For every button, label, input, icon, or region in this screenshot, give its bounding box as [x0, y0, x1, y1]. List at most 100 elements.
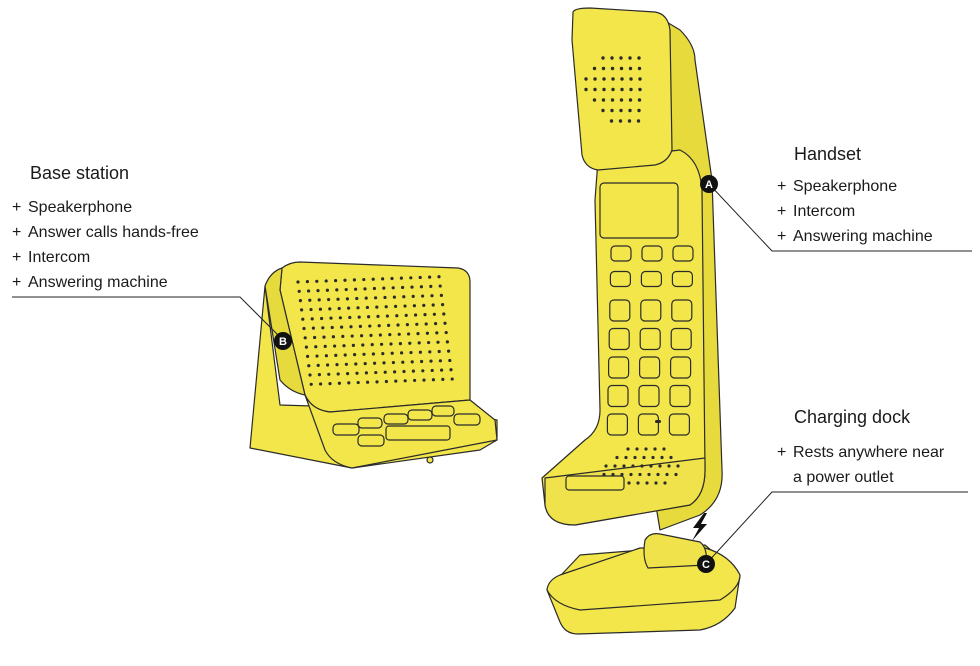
speaker-hole [366, 380, 370, 384]
speaker-hole [601, 66, 606, 71]
speaker-hole [419, 285, 423, 289]
speaker-hole [620, 87, 624, 92]
speaker-hole [647, 472, 651, 477]
speaker-hole [428, 275, 432, 279]
speaker-hole [296, 280, 300, 284]
handset-key [671, 299, 693, 322]
dock-cradle [643, 533, 707, 569]
speaker-hole [411, 369, 415, 373]
speaker-hole [370, 343, 374, 347]
speaker-hole [335, 288, 339, 292]
speaker-hole [439, 293, 443, 297]
speaker-hole [384, 379, 388, 384]
speaker-hole [441, 377, 445, 381]
speaker-hole [316, 289, 320, 293]
handset-key [640, 270, 663, 288]
speaker-hole [418, 350, 422, 354]
speaker-hole [355, 296, 359, 301]
speaker-hole [421, 369, 425, 373]
speaker-hole [611, 77, 615, 81]
marker-b: B [274, 332, 292, 350]
speaker-hole [392, 295, 396, 299]
handset-key [607, 356, 630, 379]
speaker-hole [388, 333, 392, 337]
speaker-hole [601, 108, 605, 113]
speaker-hole [324, 354, 328, 358]
speaker-hole [317, 373, 321, 377]
speaker-hole [629, 472, 633, 477]
handset-key [609, 270, 632, 288]
speaker-hole [391, 360, 395, 365]
speaker-hole [424, 322, 428, 326]
speaker-hole [340, 325, 344, 329]
speaker-hole [301, 317, 305, 321]
handset-key [670, 327, 692, 351]
speaker-hole [609, 119, 614, 123]
speaker-hole [637, 108, 641, 113]
svg-text:A: A [705, 179, 713, 191]
charging-dock-label: Charging dock [794, 406, 910, 428]
speaker-hole [437, 275, 441, 279]
speaker-hole [638, 77, 642, 81]
speaker-hole [638, 87, 642, 92]
handset-key [608, 327, 630, 351]
speaker-hole [422, 303, 426, 307]
speaker-hole [637, 56, 641, 60]
leader-lines [12, 183, 972, 565]
speaker-hole [302, 326, 306, 331]
speaker-hole [334, 353, 338, 357]
speaker-hole [389, 342, 393, 346]
handset-feature-item: +Speakerphone [777, 178, 898, 195]
leader-line-base [12, 296, 284, 341]
speaker-hole [449, 368, 453, 372]
leader-line-handset [708, 183, 972, 252]
speaker-hole [448, 358, 452, 363]
speaker-hole [610, 56, 614, 60]
speaker-hole [305, 280, 309, 284]
speaker-hole [328, 307, 332, 311]
speaker-hole [364, 296, 368, 300]
handset-key [668, 413, 691, 436]
speaker-hole [619, 98, 624, 102]
speaker-hole [410, 360, 414, 364]
speaker-hole [438, 359, 442, 363]
speaker-hole [309, 307, 313, 312]
speaker-hole [374, 370, 378, 375]
speaker-hole [626, 447, 630, 451]
speaker-hole [365, 305, 369, 310]
speaker-hole [319, 382, 323, 386]
speaker-hole [636, 119, 641, 123]
speaker-hole [338, 316, 342, 320]
speaker-hole [628, 56, 632, 60]
speaker-hole [638, 472, 642, 477]
base-station-side [264, 267, 306, 396]
speaker-hole [445, 340, 449, 344]
speaker-hole [418, 275, 422, 280]
speaker-hole [361, 343, 365, 347]
speaker-hole [411, 294, 415, 298]
handset-key [609, 299, 631, 322]
speaker-hole [308, 373, 312, 377]
speaker-hole [431, 303, 435, 307]
speaker-hole [394, 304, 398, 308]
speaker-hole [358, 324, 362, 328]
speaker-hole [407, 332, 411, 336]
speaker-hole [330, 325, 334, 330]
speaker-hole [385, 314, 389, 318]
speaker-hole [395, 314, 399, 318]
speaker-hole [342, 344, 346, 348]
handset-title: Handset [794, 144, 862, 164]
speaker-hole [378, 333, 382, 337]
speaker-hole [613, 464, 617, 468]
speaker-hole [404, 313, 408, 317]
speaker-hole [387, 323, 391, 327]
speaker-hole [353, 353, 357, 357]
speaker-hole [669, 455, 673, 460]
speaker-hole [403, 304, 407, 308]
speaker-hole [369, 333, 373, 337]
speaker-hole [667, 464, 671, 468]
base-station-illustration [249, 261, 498, 469]
speaker-hole [336, 297, 340, 301]
speaker-hole [442, 312, 446, 316]
speaker-hole [602, 472, 606, 477]
